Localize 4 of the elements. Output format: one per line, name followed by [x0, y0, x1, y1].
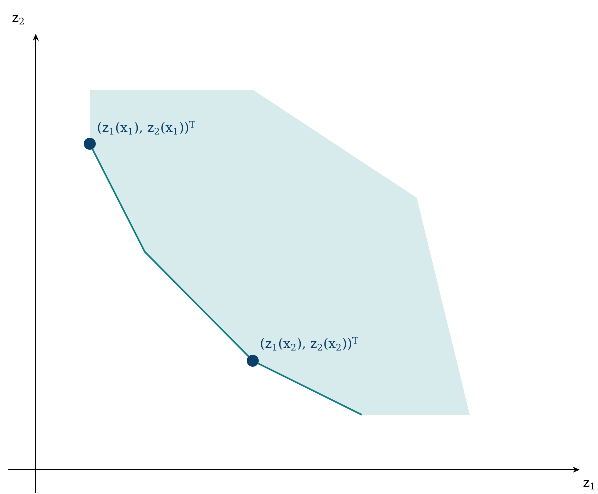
point-label: (z$_{1}$(x$_{2}$), z$_{2}$(x$_{2}$))$^{T}$ — [261, 337, 358, 351]
axis-label: z$_{2}$ — [12, 15, 24, 25]
axis-label: z$_{1}$ — [584, 480, 595, 490]
point-label: (z$_{1}$(x$_{1}$), z$_{2}$(x$_{1}$))$^{T}$ — [98, 121, 196, 135]
